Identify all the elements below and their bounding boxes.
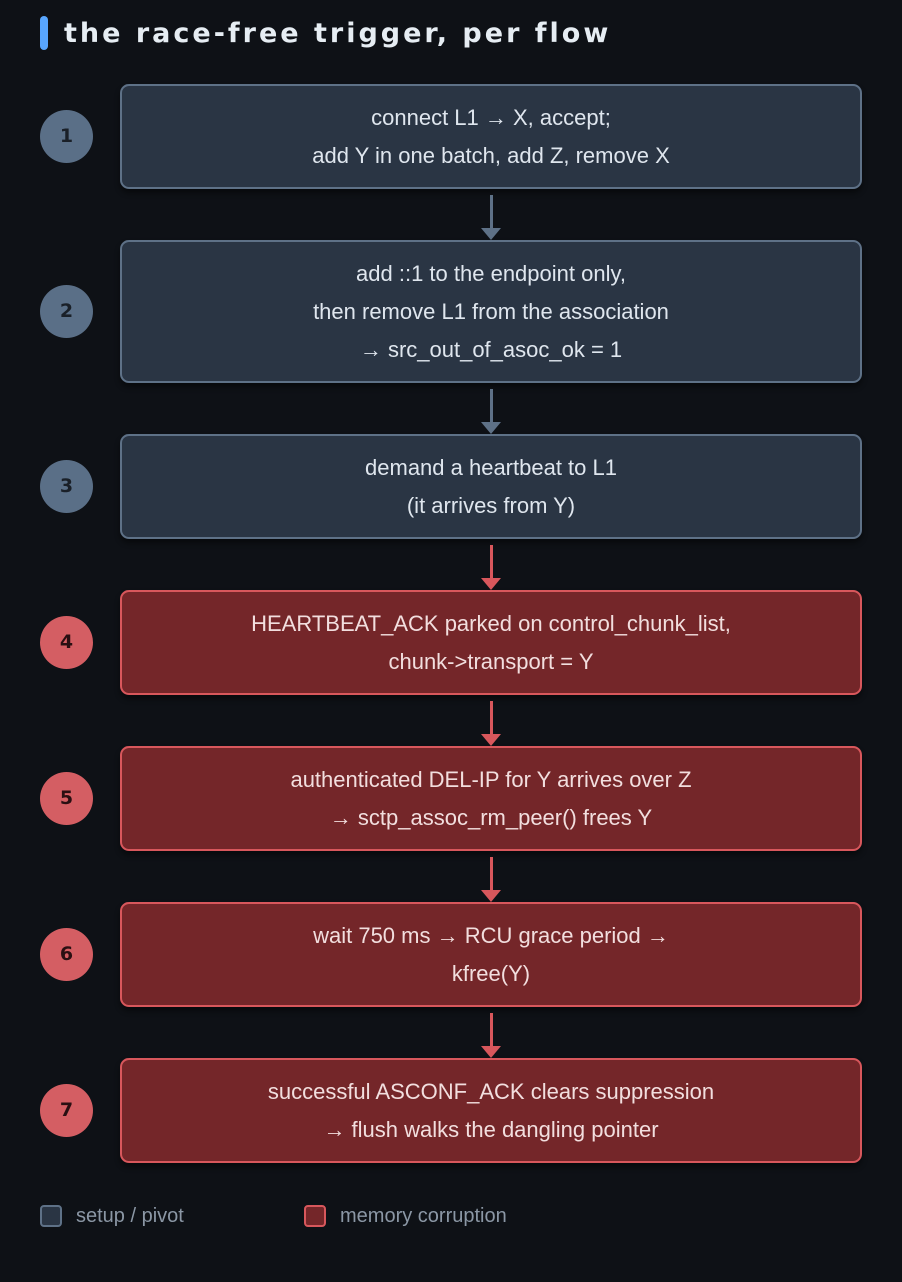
step-2-text-line: → src_out_of_asoc_ok = 1	[359, 336, 623, 362]
step-3-text-line: demand a heartbeat to L1	[365, 454, 617, 480]
flow-arrow-1-to-2	[481, 195, 501, 240]
legend-swatch-corrupt	[304, 1205, 326, 1227]
step-box-1: connect L1 → X, accept; add Y in one batc…	[120, 84, 862, 189]
flow-arrow-6-to-7	[481, 1013, 501, 1058]
flow-arrow-5-to-6	[481, 857, 501, 902]
step-badge-7: 7	[40, 1084, 93, 1137]
step-7-text-line: → flush walks the dangling pointer	[323, 1116, 659, 1142]
step-box-7: successful ASCONF_ACK clears suppression…	[120, 1058, 862, 1163]
step-badge-5: 5	[40, 772, 93, 825]
flow-arrow-4-to-5	[481, 701, 501, 746]
step-5-text-line: → sctp_assoc_rm_peer() frees Y	[329, 804, 653, 830]
step-5-text-line: authenticated DEL-IP for Y arrives over …	[290, 766, 692, 792]
step-1-text-line: connect L1 → X, accept;	[371, 104, 611, 130]
step-1-text-line: add Y in one batch, add Z, remove X	[312, 142, 670, 168]
diagram-title: the race-free trigger, per flow	[64, 18, 612, 49]
step-badge-2: 2	[40, 285, 93, 338]
step-badge-3: 3	[40, 460, 93, 513]
step-badge-6: 6	[40, 928, 93, 981]
step-box-6: wait 750 ms → RCU grace period → kfree(Y)	[120, 902, 862, 1007]
step-2-text-line: then remove L1 from the association	[313, 298, 669, 324]
flow-arrow-3-to-4	[481, 545, 501, 590]
step-4-text-line: chunk->transport = Y	[388, 648, 594, 674]
legend-swatch-setup	[40, 1205, 62, 1227]
step-box-2: add ::1 to the endpoint only,then remove…	[120, 240, 862, 383]
flow-arrow-2-to-3	[481, 389, 501, 434]
step-4-text-line: HEARTBEAT_ACK parked on control_chunk_li…	[251, 610, 731, 636]
step-badge-4: 4	[40, 616, 93, 669]
step-box-5: authenticated DEL-IP for Y arrives over …	[120, 746, 862, 851]
step-6-text-line: kfree(Y)	[451, 960, 531, 986]
step-badge-1: 1	[40, 110, 93, 163]
step-3-text-line: (it arrives from Y)	[406, 492, 576, 518]
step-6-text-line: wait 750 ms → RCU grace period →	[313, 922, 669, 948]
step-7-text-line: successful ASCONF_ACK clears suppression	[267, 1078, 715, 1104]
step-box-4: HEARTBEAT_ACK parked on control_chunk_li…	[120, 590, 862, 695]
step-2-text-line: add ::1 to the endpoint only,	[356, 260, 626, 286]
legend-label-setup: setup / pivot	[76, 1205, 184, 1227]
legend-label-corrupt: memory corruption	[340, 1205, 507, 1227]
step-box-3: demand a heartbeat to L1 (it arrives from…	[120, 434, 862, 539]
title-accent-bar	[40, 16, 48, 50]
